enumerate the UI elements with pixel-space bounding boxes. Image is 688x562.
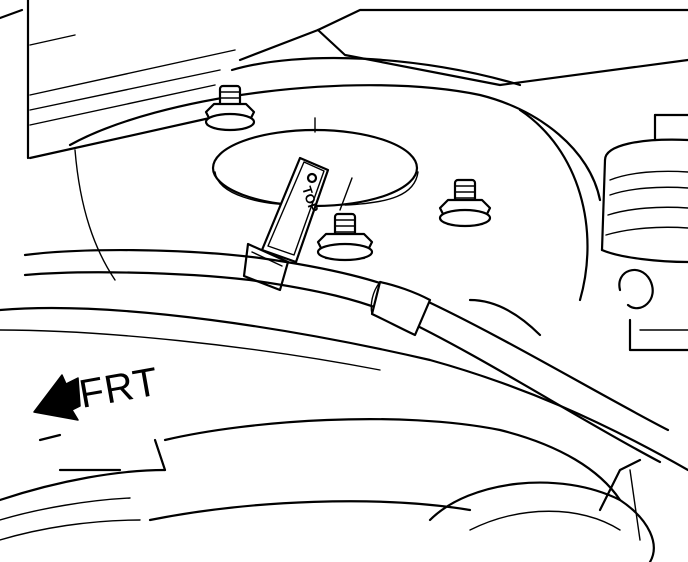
strut-tower: [68, 84, 602, 337]
front-arrow-icon: [33, 374, 81, 421]
cable-harness: [23, 248, 670, 464]
lower-body-panel: [0, 306, 688, 562]
upper-body-panel: [0, 0, 236, 160]
cable-bracket: TOP: [242, 156, 330, 292]
fender-panel: [230, 8, 688, 87]
mounting-nut-center: [316, 212, 374, 262]
front-direction-indicator: FRT: [33, 360, 162, 421]
mounting-nut-left: [204, 84, 256, 132]
fluid-reservoir: [600, 113, 688, 352]
mounting-nut-right: [438, 178, 492, 228]
direction-label: FRT: [76, 360, 162, 417]
